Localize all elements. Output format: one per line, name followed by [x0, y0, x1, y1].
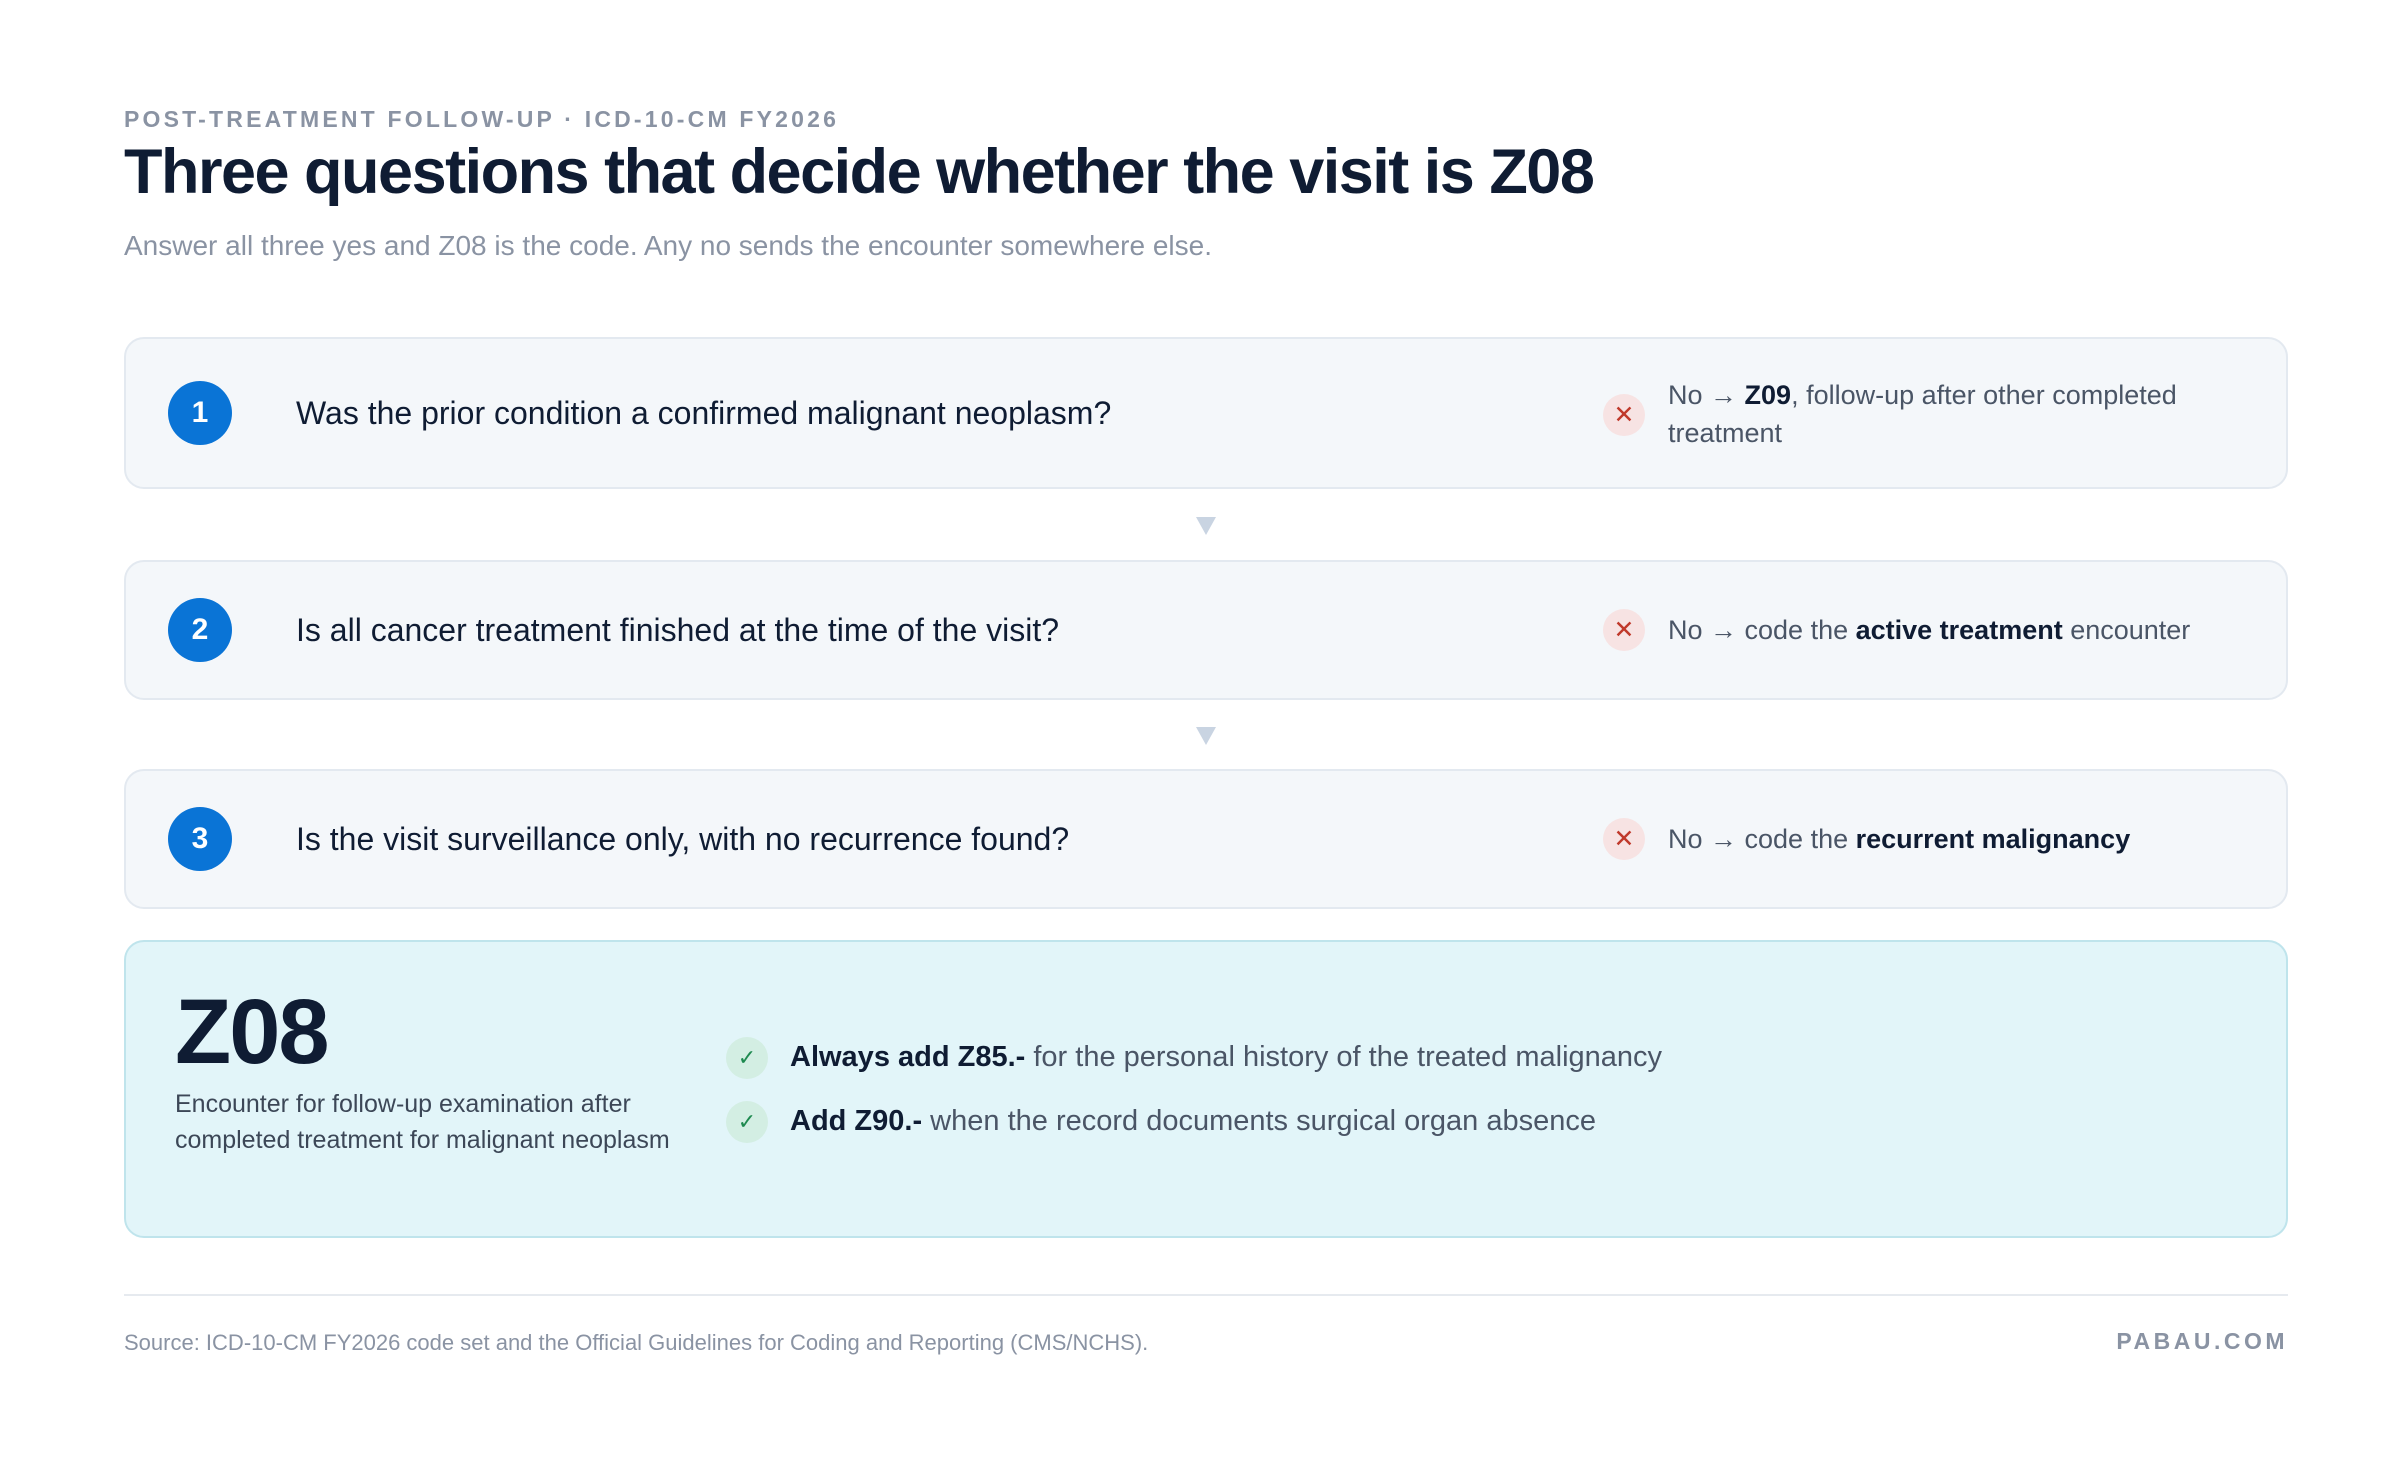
no-outcome-code: Z09	[1744, 380, 1792, 410]
step-no-outcome: No → code the active treatment encounter	[1668, 611, 2268, 649]
step-card-1: 1 Was the prior condition a confirmed ma…	[124, 337, 2288, 489]
step-question: Is all cancer treatment finished at the …	[296, 612, 1060, 648]
check-icon: ✓	[726, 1101, 768, 1143]
close-icon: ✕	[1603, 609, 1645, 651]
rule-emphasis: Always add Z85.-	[790, 1041, 1026, 1073]
step-no-outcome: No → code the recurrent malignancy	[1668, 820, 2268, 858]
result-code: Z08	[175, 981, 330, 1083]
no-outcome-emphasis: recurrent malignancy	[1855, 824, 2131, 854]
step-no-outcome: No → Z09, follow-up after other complete…	[1668, 376, 2248, 452]
rule-text: for the personal history of the treated …	[1025, 1041, 1663, 1073]
footer-divider	[124, 1294, 2288, 1296]
close-icon: ✕	[1603, 818, 1645, 860]
chevron-down-icon	[1196, 517, 1216, 535]
step-number-badge: 2	[168, 598, 232, 662]
result-code-description: Encounter for follow-up examination afte…	[175, 1090, 670, 1154]
no-outcome-prefix: No → code the	[1668, 615, 1856, 645]
close-icon: ✕	[1603, 394, 1645, 436]
step-question: Was the prior condition a confirmed mali…	[296, 395, 1112, 431]
step-number-badge: 3	[168, 807, 232, 871]
no-outcome-suffix: encounter	[2062, 615, 2191, 645]
step-card-2: 2 Is all cancer treatment finished at th…	[124, 560, 2288, 700]
chevron-down-icon	[1196, 727, 1216, 745]
check-icon: ✓	[726, 1037, 768, 1079]
brand-wordmark: PABAU.COM	[2116, 1328, 2288, 1354]
step-number-badge: 1	[168, 381, 232, 445]
no-outcome-prefix: No → code the	[1668, 824, 1856, 854]
eyebrow-label: POST-TREATMENT FOLLOW-UP · ICD-10-CM FY2…	[124, 106, 840, 132]
step-card-3: 3 Is the visit surveillance only, with n…	[124, 769, 2288, 909]
no-outcome-emphasis: active treatment	[1855, 615, 2063, 645]
page-subtitle: Answer all three yes and Z08 is the code…	[124, 230, 1212, 261]
rule-text: when the record documents surgical organ…	[922, 1105, 1596, 1137]
result-card: Z08 Encounter for follow-up examination …	[124, 940, 2288, 1238]
step-question: Is the visit surveillance only, with no …	[296, 821, 1070, 857]
no-outcome-suffix: , follow-up after other completed treatm…	[1668, 380, 2177, 448]
no-outcome-prefix: No →	[1668, 380, 1745, 410]
rule-emphasis: Add Z90.-	[790, 1105, 923, 1137]
result-rule-2: Add Z90.- when the record documents surg…	[790, 1105, 1596, 1138]
page-title: Three questions that decide whether the …	[124, 137, 1595, 207]
source-note: Source: ICD-10-CM FY2026 code set and th…	[124, 1330, 1149, 1355]
result-rule-1: Always add Z85.- for the personal histor…	[790, 1041, 1662, 1074]
